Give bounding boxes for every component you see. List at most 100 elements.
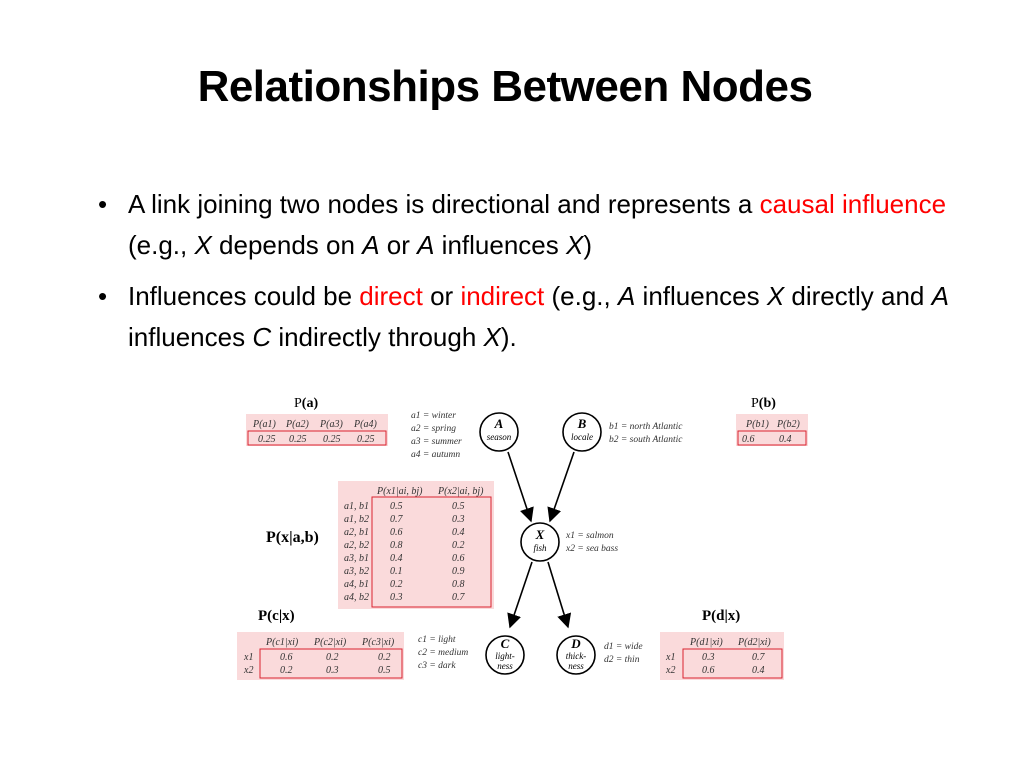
table-p-d-label: P(d|x) — [702, 608, 740, 624]
row-condition: a3, b2 — [344, 566, 369, 577]
c-definitions: c1 = light c2 = medium c3 = dark — [418, 635, 468, 671]
node-d-letter: D — [570, 636, 581, 651]
table-p-d-header: P(d1|xi) — [689, 637, 723, 648]
highlight-indirect: indirect — [460, 281, 545, 311]
row-value: 0.6 — [452, 553, 465, 564]
node-a: A season — [479, 412, 519, 452]
c-def: c3 = dark — [418, 661, 456, 671]
table-p-b-value: 0.4 — [779, 434, 792, 445]
row-value: 0.2 — [452, 540, 465, 551]
a-def: a4 = autumn — [411, 450, 460, 460]
node-b: B locale — [562, 412, 602, 452]
bullet-text: depends on — [211, 230, 363, 260]
variable-x: X — [766, 281, 785, 311]
row-value: 0.3 — [452, 514, 465, 525]
row-value: 0.9 — [452, 566, 465, 577]
bullet-text: influences — [128, 322, 253, 352]
c-def: c1 = light — [418, 635, 456, 645]
node-d-sub: ness — [568, 661, 584, 671]
row-value: 0.2 — [378, 652, 391, 663]
bullet-dot: • — [98, 189, 108, 219]
table-p-b-value: 0.6 — [742, 434, 755, 445]
node-x-sub: fish — [533, 543, 547, 553]
table-p-x-row: a3, b2 0.1 0.9 — [344, 566, 465, 577]
table-p-x-row: a1, b1 0.5 0.5 — [344, 501, 465, 512]
table-p-a-header: P(a3) — [319, 419, 343, 430]
row-value: 0.3 — [702, 652, 715, 663]
bullet-text: ). — [500, 322, 517, 352]
x-def: x1 = salmon — [565, 531, 614, 541]
variable-x: X — [483, 322, 501, 352]
table-p-b-header: P(b1) — [745, 419, 769, 430]
row-value: 0.3 — [390, 592, 403, 603]
variable-a: A — [931, 281, 949, 311]
row-value: 0.5 — [452, 501, 465, 512]
row-condition: x2 — [665, 665, 675, 676]
table-p-c-row: x1 0.6 0.2 0.2 — [243, 652, 391, 663]
node-b-sub: locale — [571, 432, 593, 442]
row-value: 0.5 — [390, 501, 403, 512]
c-def: c2 = medium — [418, 648, 468, 658]
bullet-list: • A link joining two nodes is directiona… — [98, 184, 998, 368]
table-p-a-value: 0.25 — [357, 434, 375, 445]
table-p-x-row: a2, b1 0.6 0.4 — [344, 527, 465, 538]
table-p-a-value: 0.25 — [258, 434, 276, 445]
table-p-b-label: P(b) — [751, 396, 776, 411]
bullet-text: indirectly through — [271, 322, 484, 352]
highlight-causal-influence: causal influence — [759, 189, 947, 219]
table-p-x-row: a1, b2 0.7 0.3 — [344, 514, 465, 525]
d-def: d2 = thin — [604, 655, 640, 665]
x-def: x2 = sea bass — [565, 544, 618, 554]
edge-x-d — [547, 561, 572, 629]
table-p-b-header: P(b2) — [776, 419, 800, 430]
row-value: 0.2 — [390, 579, 403, 590]
d-definitions: d1 = wide d2 = thin — [604, 642, 643, 665]
row-condition: x1 — [665, 652, 675, 663]
table-p-c-header: P(c2|xi) — [313, 637, 347, 648]
row-value: 0.3 — [326, 665, 339, 676]
row-value: 0.7 — [752, 652, 766, 663]
bullet-text: A link joining two nodes is directional … — [128, 189, 760, 219]
table-p-d-header: P(d2|xi) — [737, 637, 771, 648]
variable-c: C — [252, 322, 272, 352]
table-p-a: P(a) P(a1) P(a2) P(a3) P(a4) 0.25 0.25 0… — [246, 396, 388, 446]
x-definitions: x1 = salmon x2 = sea bass — [565, 531, 618, 554]
bayesian-network-figure: P(a) P(a1) P(a2) P(a3) P(a4) 0.25 0.25 0… — [237, 396, 808, 680]
node-d: D thick- ness — [556, 635, 596, 675]
table-p-x-row: a2, b2 0.8 0.2 — [344, 540, 465, 551]
row-condition: a2, b1 — [344, 527, 369, 538]
row-value: 0.8 — [390, 540, 403, 551]
row-value: 0.4 — [390, 553, 403, 564]
table-p-x-given-ab: P(x|a,b) P(x1|ai, bj) P(x2|ai, bj) a1, b… — [266, 481, 494, 609]
bullet-text: or — [379, 230, 418, 260]
table-p-a-label: P(a) — [294, 396, 318, 411]
bullet-text: Influences could be — [128, 281, 360, 311]
row-condition: a1, b2 — [344, 514, 369, 525]
row-value: 0.5 — [378, 665, 391, 676]
a-def: a1 = winter — [411, 411, 456, 421]
table-p-c-given-x: P(c|x) P(c1|xi) P(c2|xi) P(c3|xi) x1 0.6… — [237, 608, 404, 680]
edge-b-x — [547, 451, 575, 523]
d-def: d1 = wide — [604, 642, 643, 652]
bullet-text: (e.g., — [544, 281, 618, 311]
row-condition: a4, b2 — [344, 592, 369, 603]
table-p-b: P(b) P(b1) P(b2) 0.6 0.4 — [736, 396, 808, 446]
table-p-d-row: x2 0.6 0.4 — [665, 665, 765, 676]
variable-a: A — [362, 230, 380, 260]
node-a-sub: season — [487, 432, 512, 442]
bullet-text: (e.g., — [128, 230, 195, 260]
bullet-text: influences — [635, 281, 767, 311]
bullet-dot: • — [98, 281, 108, 311]
table-p-x-label: P(x|a,b) — [266, 529, 319, 546]
bullet-text: ) — [583, 230, 592, 260]
node-c-sub: ness — [497, 661, 513, 671]
row-condition: x1 — [243, 652, 253, 663]
bullet-item-causal: • A link joining two nodes is directiona… — [98, 184, 998, 266]
b-definitions: b1 = north Atlantic b2 = south Atlantic — [609, 422, 683, 445]
row-condition: a3, b1 — [344, 553, 369, 564]
table-p-a-header: P(a2) — [285, 419, 309, 430]
row-value: 0.7 — [390, 514, 404, 525]
bullet-text: or — [422, 281, 461, 311]
variable-a: A — [417, 230, 435, 260]
row-value: 0.8 — [452, 579, 465, 590]
